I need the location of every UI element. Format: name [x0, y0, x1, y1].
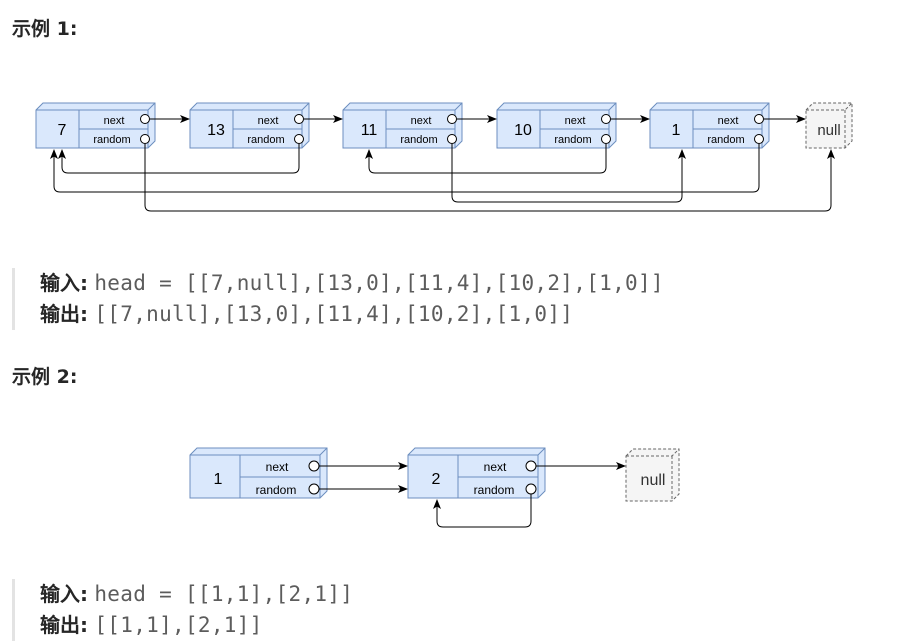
random-pointer-circle [754, 134, 764, 144]
input-value: head = [[1,1],[2,1]] [94, 582, 354, 606]
node-value: 10 [514, 122, 532, 139]
next-label: next [484, 460, 507, 474]
node-13: 13 next random [189, 102, 310, 149]
example-1-io: 输入: head = [[7,null],[13,0],[11,4],[10,2… [12, 268, 664, 330]
next-label: next [411, 115, 432, 127]
random-pointer-circle [140, 134, 150, 144]
output-value: [[1,1],[2,1]] [94, 613, 263, 637]
next-label: next [565, 115, 586, 127]
node-value: 1 [214, 471, 223, 488]
next-pointer-circle [140, 114, 150, 124]
next-pointer-circle [447, 114, 457, 124]
random-label: random [707, 134, 744, 146]
random-pointer-circle [601, 134, 611, 144]
next-pointer-circle [601, 114, 611, 124]
random-label: random [247, 134, 284, 146]
input-value: head = [[7,null],[13,0],[11,4],[10,2],[1… [94, 271, 664, 295]
next-label: next [718, 115, 739, 127]
next-pointer-circle [525, 460, 537, 472]
null-label: null [817, 122, 840, 139]
example-2-io: 输入: head = [[1,1],[2,1]] 输出: [[1,1],[2,1… [12, 579, 353, 641]
null-node: null [805, 102, 853, 149]
random-label: random [554, 134, 591, 146]
null-node: null [625, 448, 680, 502]
node-value: 11 [361, 122, 378, 139]
example-2-heading: 示例 2: [12, 366, 78, 388]
null-label: null [641, 472, 666, 489]
input-line: 输入: head = [[7,null],[13,0],[11,4],[10,2… [40, 271, 664, 295]
node-7: 7 next random [35, 102, 156, 149]
random-pointer-circle [308, 483, 320, 495]
node-value: 1 [672, 122, 681, 139]
node-10: 10 next random [496, 102, 617, 149]
input-label: 输入 [40, 582, 80, 606]
node-1: 1 next random [189, 447, 328, 499]
output-line: 输出: [[1,1],[2,1]] [40, 613, 263, 637]
random-pointer-circle [294, 134, 304, 144]
next-label: next [104, 115, 125, 127]
node-value: 2 [432, 471, 441, 488]
next-pointer-circle [754, 114, 764, 124]
output-value: [[7,null],[13,0],[11,4],[10,2],[1,0]] [94, 302, 574, 326]
pointer-arrows [319, 462, 626, 528]
input-line: 输入: head = [[1,1],[2,1]] [40, 582, 354, 606]
node-value: 7 [58, 122, 67, 139]
next-pointer-circle [308, 460, 320, 472]
example-1-heading: 示例 1: [12, 18, 78, 40]
random-arrows [50, 144, 835, 212]
random-label: random [93, 134, 130, 146]
input-label: 输入 [40, 271, 80, 295]
output-line: 输出: [[7,null],[13,0],[11,4],[10,2],[1,0]… [40, 302, 574, 326]
random-label: random [474, 483, 515, 497]
random-pointer-circle [525, 483, 537, 495]
output-label: 输出 [40, 302, 80, 326]
node-value: 13 [207, 122, 225, 139]
random-pointer-circle [447, 134, 457, 144]
node-1: 1 next random [649, 102, 770, 149]
next-label: next [258, 115, 279, 127]
node-2: 2 next random [407, 447, 546, 499]
random-label: random [400, 134, 437, 146]
next-label: next [266, 460, 289, 474]
node-11: 11 next random [342, 102, 463, 149]
next-pointer-circle [294, 114, 304, 124]
random-label: random [256, 483, 297, 497]
output-label: 输出 [40, 613, 80, 637]
